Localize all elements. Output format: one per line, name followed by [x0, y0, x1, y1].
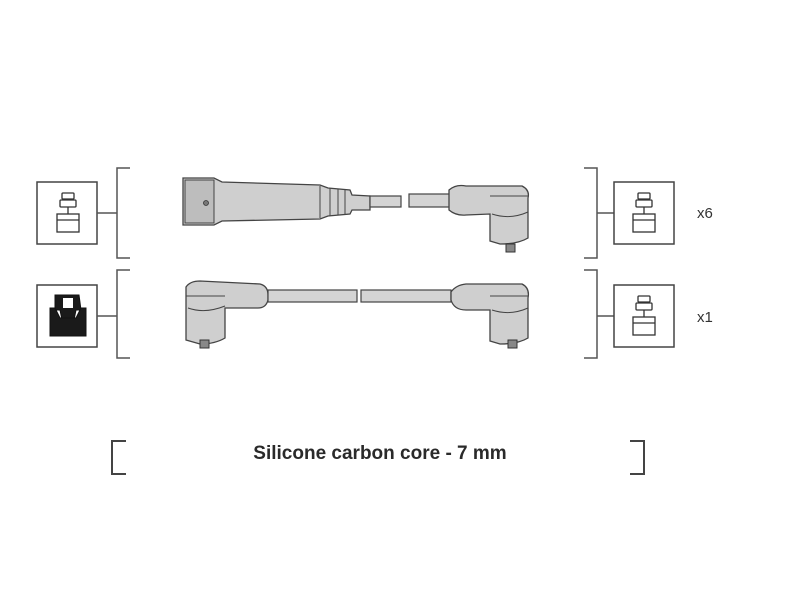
wire-spec-caption: Silicone carbon core - 7 mm — [253, 443, 507, 464]
row2-left-terminal-box — [36, 284, 98, 348]
spark-plug-terminal-icon — [632, 295, 656, 336]
row1-right-bracket — [584, 167, 614, 259]
caption-left-bracket — [111, 440, 126, 475]
row1-left-bracket — [97, 167, 130, 259]
row2-ignition-lead — [185, 280, 530, 349]
spark-plug-terminal-icon — [632, 192, 656, 233]
distributor-boot-icon — [49, 294, 87, 337]
row2-right-bracket — [584, 269, 614, 359]
row2-quantity-label: x1 — [697, 309, 713, 326]
row1-ignition-lead — [182, 177, 530, 253]
row2-left-bracket — [97, 269, 130, 359]
row1-right-terminal-box — [613, 181, 675, 245]
row1-quantity-label: x6 — [697, 205, 713, 222]
spark-plug-terminal-icon — [56, 192, 80, 233]
row1-left-terminal-box — [36, 181, 98, 245]
row2-right-terminal-box — [613, 284, 675, 348]
caption-right-bracket — [630, 440, 645, 475]
